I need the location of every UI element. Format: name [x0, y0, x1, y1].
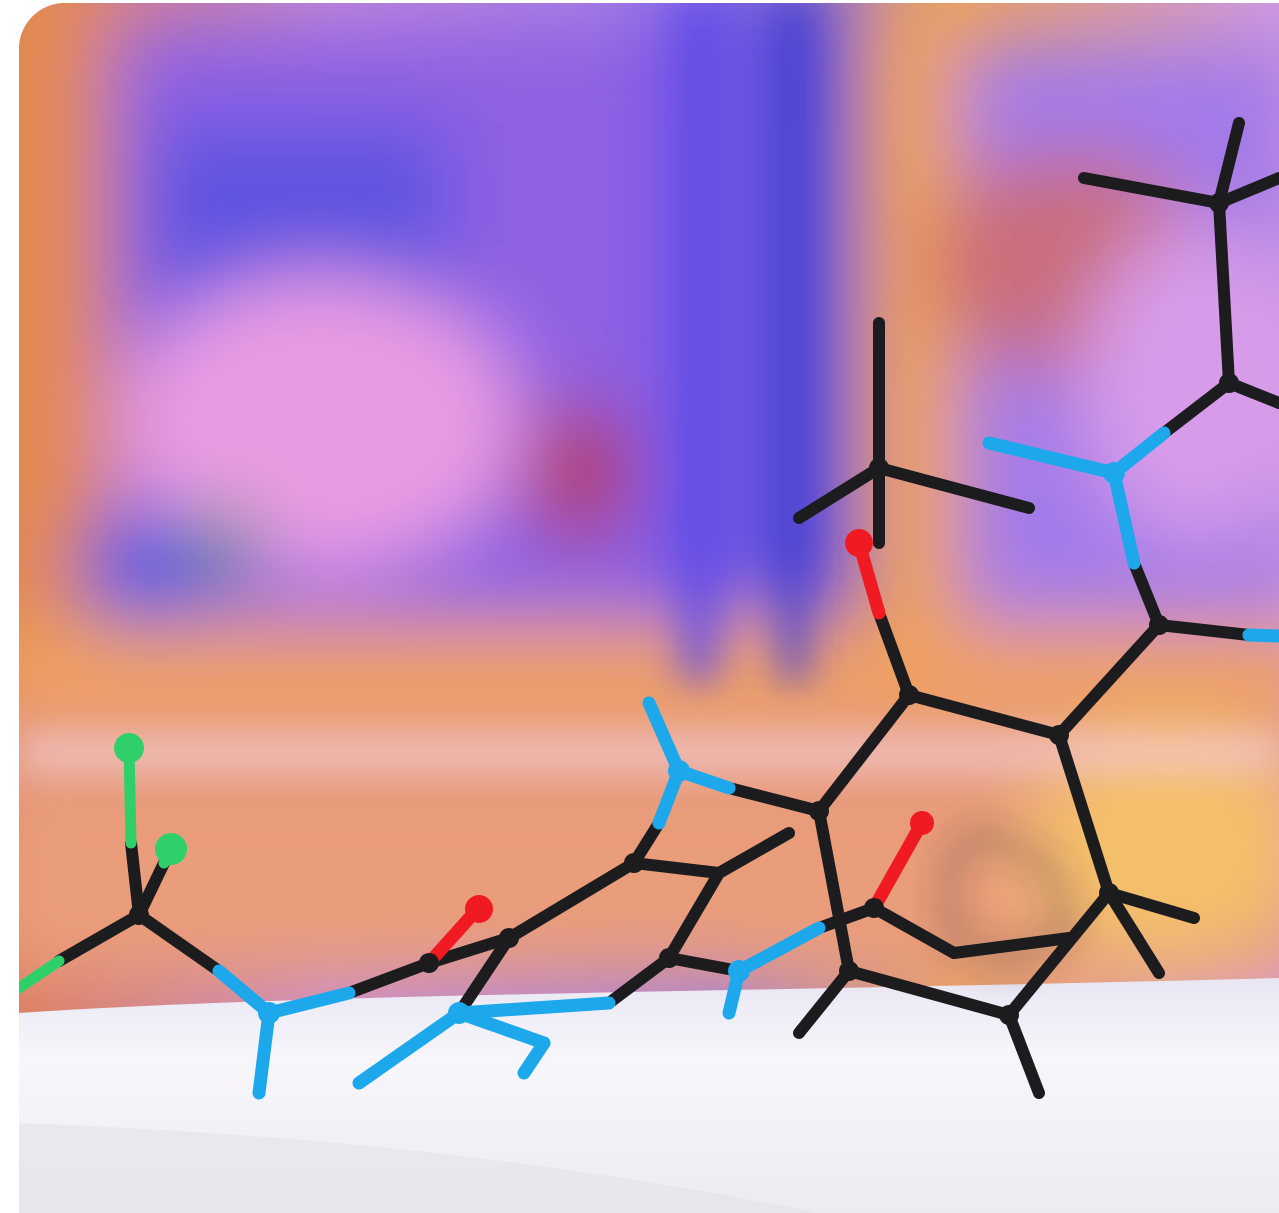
molecule-model-photo [19, 3, 1279, 1213]
atom-balls [114, 193, 1239, 1025]
photo-frame [19, 3, 1279, 1213]
blurred-background [19, 3, 1279, 1213]
table-surface [19, 978, 1279, 1213]
